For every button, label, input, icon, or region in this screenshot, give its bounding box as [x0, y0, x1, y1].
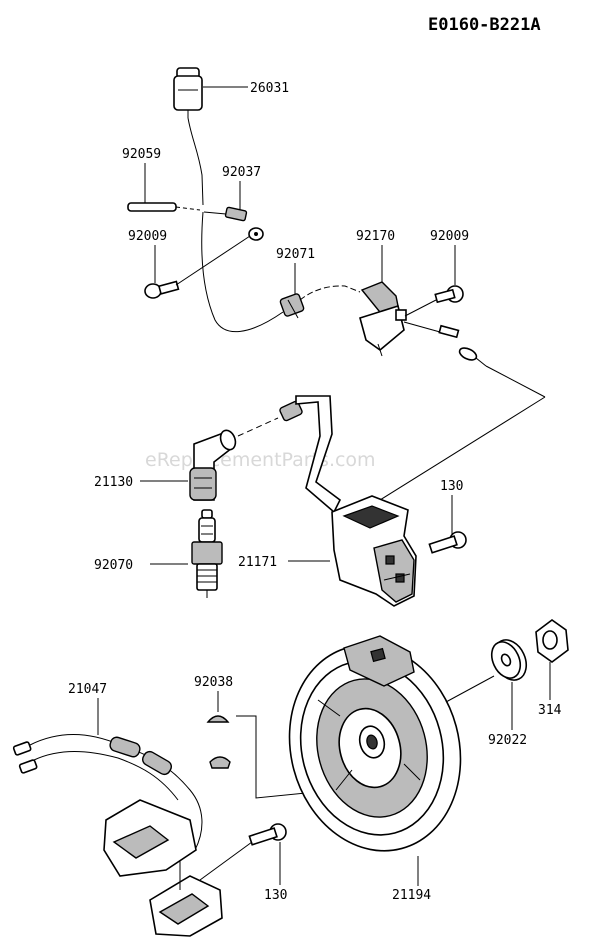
- callout-130-lower[interactable]: 130: [264, 888, 287, 903]
- wire-26031: [187, 117, 204, 206]
- shaft-line: [445, 675, 495, 703]
- dash-130-lower: [199, 841, 253, 881]
- watermark: eReplacementParts.com: [145, 449, 376, 471]
- part-21194-flywheel[interactable]: [267, 626, 483, 870]
- callout-92038[interactable]: 92038: [194, 675, 233, 690]
- part-92170-stop-switch[interactable]: [359, 281, 407, 357]
- part-92009-bolt-right[interactable]: [434, 285, 464, 304]
- callout-130-upper[interactable]: 130: [440, 479, 463, 494]
- callout-92070[interactable]: 92070: [94, 558, 133, 573]
- part-92022-washer[interactable]: [486, 635, 532, 686]
- callout-92170[interactable]: 92170: [356, 229, 395, 244]
- part-314-nut[interactable]: [535, 619, 569, 663]
- callout-92071[interactable]: 92071: [276, 247, 315, 262]
- part-26031-connector[interactable]: [173, 67, 203, 118]
- callout-92022[interactable]: 92022: [488, 733, 527, 748]
- leader-92038-to-flywheel: [236, 715, 337, 799]
- ht-lead: [279, 395, 342, 514]
- callout-92009-right[interactable]: 92009: [430, 229, 469, 244]
- dash-ht-lead: [237, 417, 279, 437]
- part-92059-pin[interactable]: [127, 202, 177, 212]
- callout-314[interactable]: 314: [538, 703, 562, 718]
- part-21047-harness[interactable]: [12, 734, 223, 937]
- callout-92009-left[interactable]: 92009: [128, 229, 167, 244]
- ground-lead: [355, 321, 546, 516]
- callout-21047[interactable]: 21047: [68, 682, 107, 697]
- part-21130-plug-cap[interactable]: [189, 428, 238, 501]
- part-92009-bolt-left[interactable]: [144, 280, 180, 299]
- callout-92059[interactable]: 92059: [122, 147, 161, 162]
- callout-21194[interactable]: 21194: [392, 888, 431, 903]
- diagram-code: E0160-B221A: [428, 15, 541, 35]
- part-21171-ignition-coil[interactable]: [331, 495, 417, 607]
- part-92070-spark-plug[interactable]: [191, 509, 223, 598]
- part-92038-key[interactable]: [206, 715, 231, 769]
- part-130-bolt-lower[interactable]: [248, 823, 287, 846]
- part-92037-terminal[interactable]: [203, 206, 264, 241]
- callout-21130[interactable]: 21130: [94, 475, 133, 490]
- callout-92037[interactable]: 92037: [222, 165, 261, 180]
- part-130-bolt-upper[interactable]: [428, 531, 467, 554]
- wire-loop: [201, 211, 284, 333]
- dash-92009-left: [175, 235, 251, 286]
- callout-26031[interactable]: 26031: [250, 81, 289, 96]
- dash-92059: [175, 206, 201, 211]
- wire-92071: [299, 285, 361, 301]
- part-92071-clip[interactable]: [279, 293, 305, 319]
- callout-21171[interactable]: 21171: [238, 555, 277, 570]
- dash-92009-right: [404, 299, 437, 317]
